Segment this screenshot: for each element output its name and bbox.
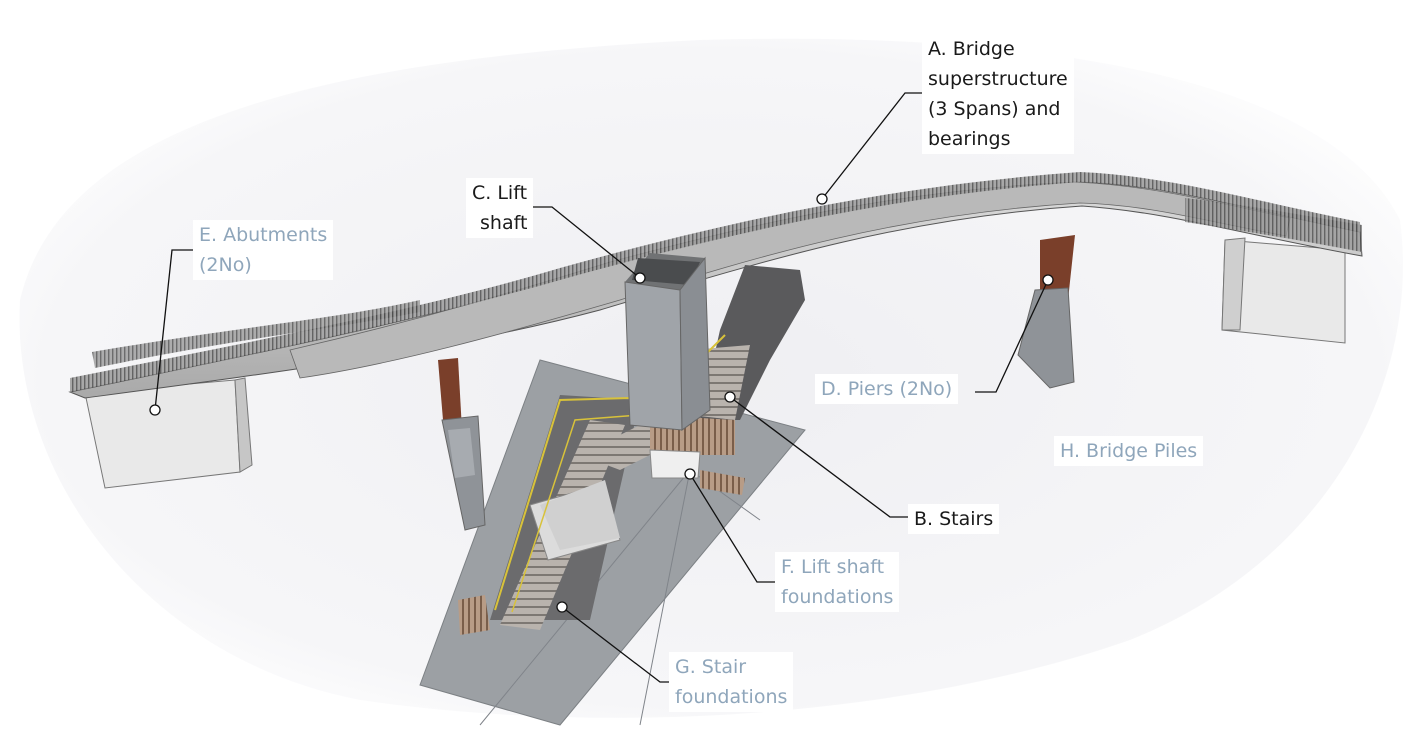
label-line: D. Piers (2No) — [821, 378, 953, 400]
label-f-lift-shaft-foundations: F. Lift shaft foundations — [775, 552, 900, 612]
leader-e — [154, 249, 195, 411]
label-line: H. Bridge Piles — [1060, 440, 1198, 462]
leader-f — [689, 473, 778, 583]
leader-c — [528, 206, 641, 279]
label-g-stair-foundations: G. Stair foundations — [669, 652, 794, 712]
anchor-dot-f — [684, 468, 696, 480]
label-e-abutments: E. Abutments (2No) — [193, 220, 334, 280]
bridge-deck — [68, 172, 1363, 399]
leader-lines — [154, 92, 1049, 683]
label-h-bridge-piles: H. Bridge Piles — [1054, 436, 1204, 466]
anchor-dot-g — [556, 601, 568, 613]
leader-a — [821, 92, 925, 200]
label-line: foundations — [781, 586, 894, 608]
label-line: E. Abutments — [199, 224, 328, 246]
label-line: B. Stairs — [914, 508, 994, 530]
label-line: (3 Spans) and — [928, 98, 1061, 120]
left-pier — [438, 358, 486, 531]
label-line: shaft — [480, 212, 528, 234]
anchor-dot-c — [634, 272, 646, 284]
leader-d — [975, 279, 1049, 393]
left-abutment — [84, 377, 253, 489]
anchor-dot-d — [1042, 274, 1054, 286]
leader-b — [729, 396, 912, 518]
label-line: foundations — [675, 686, 788, 708]
label-d-piers: D. Piers (2No) — [815, 374, 959, 404]
stair-structure — [458, 265, 805, 635]
anchor-dot-b — [724, 391, 736, 403]
right-abutment — [1221, 237, 1346, 344]
label-b-stairs: B. Stairs — [908, 504, 1000, 534]
label-line: G. Stair — [675, 656, 747, 678]
anchor-dot-e — [149, 404, 161, 416]
label-line: (2No) — [199, 254, 252, 276]
label-line: C. Lift — [472, 182, 528, 204]
label-line: bearings — [928, 128, 1011, 150]
leader-g — [561, 606, 670, 683]
label-line: superstructure — [928, 68, 1068, 90]
label-line: F. Lift shaft — [781, 556, 885, 578]
label-line: A. Bridge — [928, 38, 1015, 60]
label-c-lift-shaft: C. Lift shaft — [466, 178, 534, 238]
label-a-bridge-superstructure: A. Bridge superstructure (3 Spans) and b… — [922, 34, 1074, 154]
anchor-dots — [149, 193, 1054, 613]
anchor-dot-a — [816, 193, 828, 205]
